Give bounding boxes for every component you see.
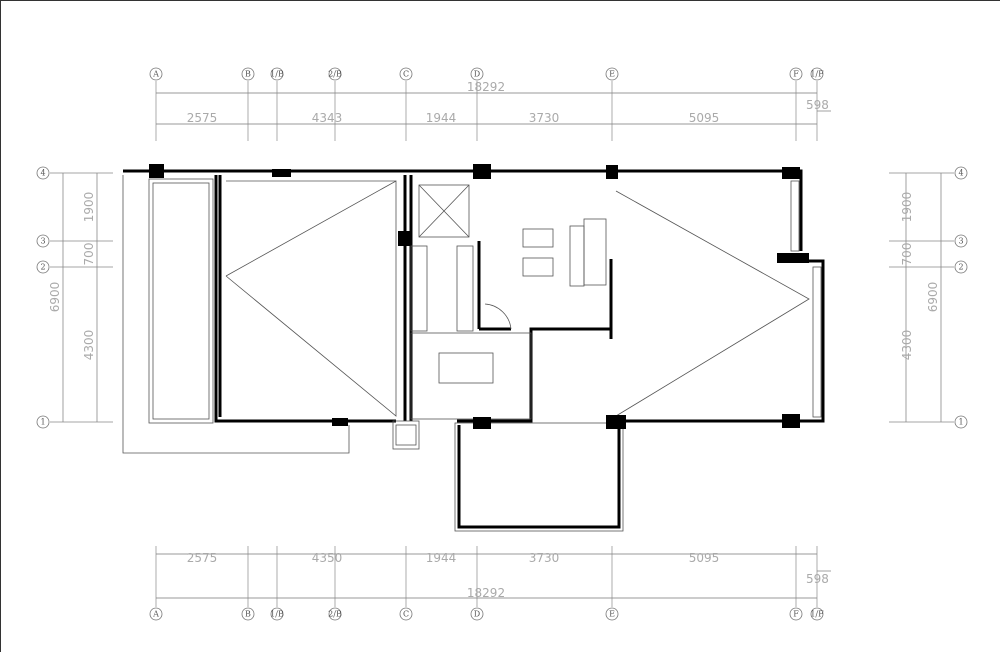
dim-left-seg: 700	[82, 243, 96, 266]
dim-right-seg: 700	[900, 243, 914, 266]
axis-label-top: E	[609, 70, 615, 79]
axis-label-bottom: 1/F	[810, 610, 824, 619]
axis-label-top: A	[152, 70, 159, 79]
axis-bubble	[605, 607, 619, 621]
axis-label-bottom: B	[245, 610, 251, 619]
dim-left-seg: 1900	[82, 192, 96, 223]
axis-bubble	[954, 234, 968, 248]
axis-bubble	[605, 67, 619, 81]
axis-label-right: 1	[958, 418, 963, 427]
columns	[149, 164, 809, 429]
axis-bubble	[36, 415, 50, 429]
axis-label-top: B	[245, 70, 251, 79]
axis-label-bottom: C	[403, 610, 409, 619]
axis-label-bottom: A	[152, 610, 159, 619]
dim-bottom-extra: 598	[806, 572, 829, 586]
axis-bubble	[241, 607, 255, 621]
axis-bubble	[954, 415, 968, 429]
dim-bottom-seg: 1944	[426, 551, 457, 565]
dim-top-seg: 3730	[529, 111, 560, 125]
axis-label-top: D	[474, 70, 480, 79]
dim-left-total: 6900	[48, 282, 62, 313]
dim-bottom-seg: 5095	[689, 551, 720, 565]
walls	[123, 169, 825, 529]
axis-label-left: 1	[40, 418, 45, 427]
axis-markers-side: 4 4 3 3 2 2 1 1	[36, 166, 968, 429]
axis-bubble	[789, 607, 803, 621]
dim-top-seg: 4343	[312, 111, 343, 125]
axis-label-left: 4	[40, 169, 45, 178]
axis-label-top: 1/B	[270, 70, 284, 79]
axis-bubble	[36, 234, 50, 248]
dim-bottom-seg: 3730	[529, 551, 560, 565]
axis-label-right: 3	[958, 237, 963, 246]
axis-bubble	[149, 67, 163, 81]
axis-label-top: 1/F	[810, 70, 824, 79]
axis-bubble	[399, 607, 413, 621]
axis-label-bottom: 2/B	[328, 610, 342, 619]
axis-bubble	[954, 166, 968, 180]
axis-bubble	[470, 607, 484, 621]
axis-label-bottom: E	[609, 610, 615, 619]
axis-bubble	[328, 67, 342, 81]
axis-bubble	[149, 607, 163, 621]
dim-bottom-seg: 2575	[187, 551, 218, 565]
axis-bubble	[810, 607, 824, 621]
axis-label-bottom: D	[474, 610, 480, 619]
axis-label-left: 2	[40, 263, 45, 272]
axis-bubble	[241, 67, 255, 81]
dim-left-seg: 4300	[82, 330, 96, 361]
axis-label-right: 4	[958, 169, 963, 178]
dim-top-seg: 5095	[689, 111, 720, 125]
axis-bubble	[399, 67, 413, 81]
axis-label-right: 2	[958, 263, 963, 272]
axis-bubble	[36, 260, 50, 274]
dim-right-seg: 1900	[900, 192, 914, 223]
axis-label-bottom: F	[793, 610, 799, 619]
dim-top-extra: 598	[806, 98, 829, 112]
dim-bottom-seg: 4350	[312, 551, 343, 565]
dim-right-seg: 4300	[900, 330, 914, 361]
axis-label-bottom: 1/B	[270, 610, 284, 619]
dim-bottom-total: 18292	[467, 586, 505, 600]
axis-label-top: 2/B	[328, 70, 342, 79]
axis-label-top: C	[403, 70, 409, 79]
axis-markers-top: A A B B 1/B 1/B 2/B 2/B C C D D E E F F 1/F 1/F	[149, 67, 824, 621]
dim-top-seg: 1944	[426, 111, 457, 125]
axis-bubble	[328, 607, 342, 621]
thin-lines	[122, 175, 822, 532]
dim-top-total: 18292	[467, 80, 505, 94]
axis-label-left: 3	[40, 237, 45, 246]
axis-bubble	[36, 166, 50, 180]
axis-bubble	[810, 67, 824, 81]
dim-right-total: 6900	[926, 282, 940, 313]
dim-top-seg: 2575	[187, 111, 218, 125]
axis-bubble	[954, 260, 968, 274]
axis-bubble	[270, 67, 284, 81]
axis-bubble	[470, 67, 484, 81]
axis-label-top: F	[793, 70, 799, 79]
axis-bubble	[789, 67, 803, 81]
dimension-lines	[62, 92, 942, 599]
axis-bubble	[270, 607, 284, 621]
